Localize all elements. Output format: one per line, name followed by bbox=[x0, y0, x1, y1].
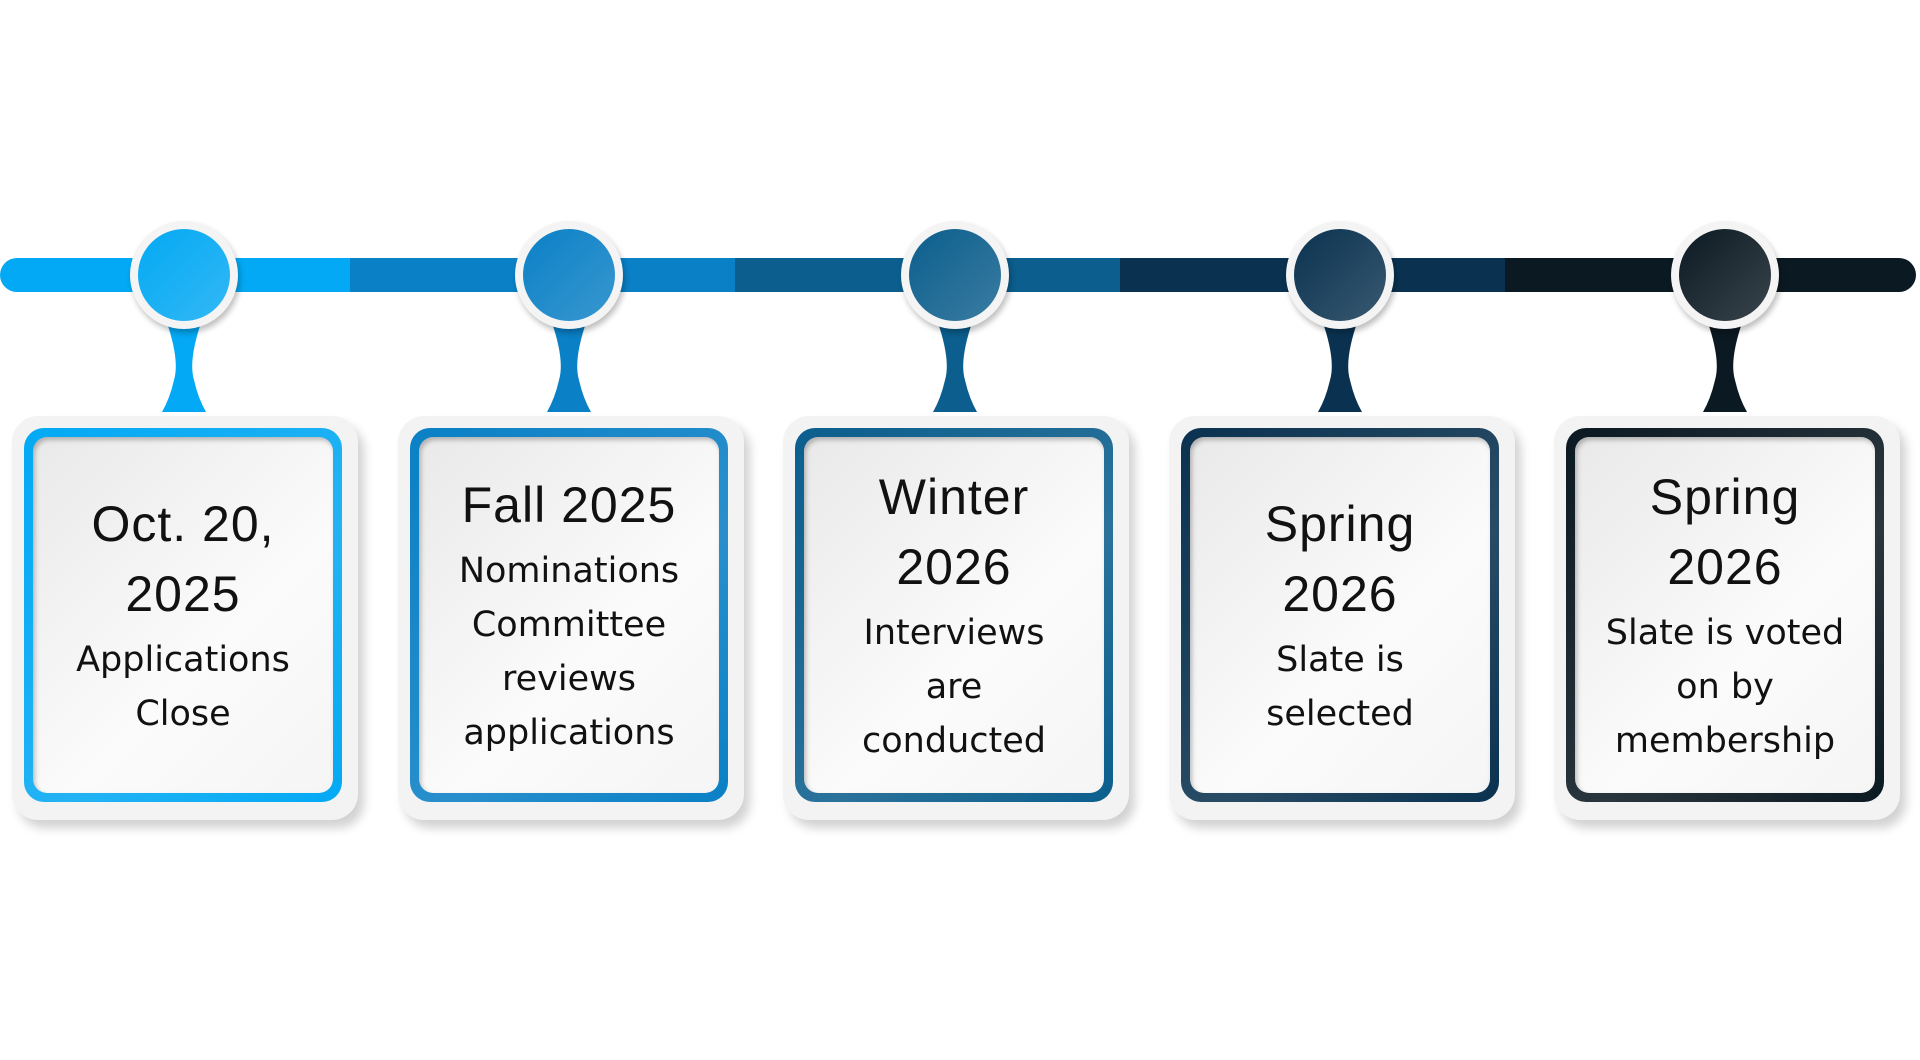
connector-stem bbox=[162, 320, 206, 412]
connector-stem bbox=[1318, 320, 1362, 412]
milestone-date: Spring 2026 bbox=[1650, 462, 1801, 602]
milestone-date-line: Oct. 20, bbox=[91, 496, 275, 552]
milestone-dot bbox=[1679, 229, 1771, 321]
milestone-node bbox=[1286, 221, 1394, 329]
milestone-date-line: 2026 bbox=[1282, 566, 1398, 622]
milestone-node bbox=[130, 221, 238, 329]
milestone-description-line: Interviews bbox=[863, 613, 1045, 653]
milestone-description-line: reviews bbox=[502, 659, 636, 699]
milestone-description-line: conducted bbox=[862, 721, 1046, 761]
milestone-description: Interviews are conducted bbox=[862, 606, 1046, 768]
milestone-description-line: are bbox=[925, 667, 983, 707]
connector-stem bbox=[1703, 320, 1747, 412]
milestone-description-line: on by bbox=[1676, 667, 1774, 707]
milestone-date-line: 2026 bbox=[896, 539, 1012, 595]
milestone-date: Winter 2026 bbox=[879, 462, 1029, 602]
milestone-description-line: Close bbox=[135, 694, 231, 734]
milestone-date: Oct. 20, 2025 bbox=[91, 489, 274, 629]
milestone-dot bbox=[523, 229, 615, 321]
milestone-date-line: Fall 2025 bbox=[461, 477, 677, 533]
milestone-date-line: Spring bbox=[1649, 469, 1801, 525]
connector-stem bbox=[547, 320, 591, 412]
milestone-date-line: 2026 bbox=[1667, 539, 1783, 595]
milestone-description-line: applications bbox=[463, 713, 675, 753]
milestone-date-line: Spring bbox=[1264, 496, 1416, 552]
milestone-node bbox=[1671, 221, 1779, 329]
milestone-date-line: 2025 bbox=[125, 566, 241, 622]
connector-stem bbox=[933, 320, 977, 412]
milestone-dot bbox=[138, 229, 230, 321]
milestone-node bbox=[901, 221, 1009, 329]
milestone-dot bbox=[909, 229, 1001, 321]
milestone-description-line: Committee bbox=[471, 605, 667, 645]
milestone-description-line: Slate is bbox=[1276, 640, 1404, 680]
milestone-description-line: Slate is voted bbox=[1605, 613, 1845, 653]
milestone-description-line: selected bbox=[1266, 694, 1414, 734]
milestone-date-line: Winter bbox=[878, 469, 1030, 525]
milestone-description: Slate is voted on by membership bbox=[1606, 606, 1844, 768]
milestone-date: Spring 2026 bbox=[1265, 489, 1416, 629]
milestone-date: Fall 2025 bbox=[462, 470, 677, 540]
milestone-description-line: Nominations bbox=[458, 551, 680, 591]
milestone-node bbox=[515, 221, 623, 329]
milestone-description-line: Applications bbox=[76, 640, 290, 680]
milestone-description: Slate is selected bbox=[1266, 633, 1414, 741]
milestone-dot bbox=[1294, 229, 1386, 321]
milestone-description-line: membership bbox=[1614, 721, 1836, 761]
